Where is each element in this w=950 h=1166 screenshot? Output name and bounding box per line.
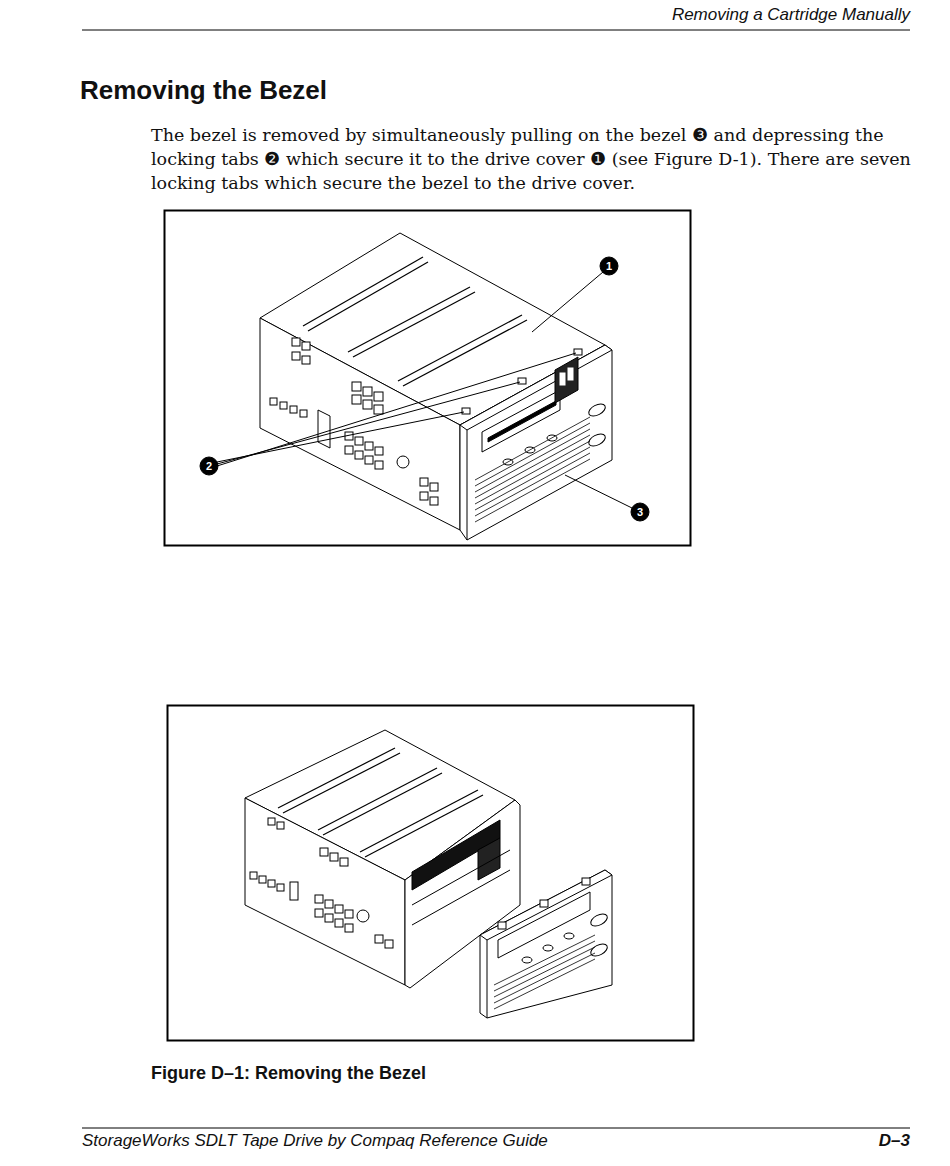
callout-number: 1: [600, 257, 618, 275]
callout-number: 3: [631, 503, 649, 521]
figure-frame: [165, 211, 691, 546]
running-header: Removing a Cartridge Manually: [400, 5, 910, 25]
drive-illustration: [260, 233, 612, 540]
figure-frame: [168, 706, 694, 1041]
drive-illustration: [245, 730, 612, 1018]
figure-caption: Figure D–1: Removing the Bezel: [151, 1063, 751, 1084]
body-paragraph: The bezel is removed by simultaneously p…: [151, 123, 913, 195]
callout-number: 2: [200, 457, 218, 475]
callout-markers: [200, 257, 649, 521]
section-title: Removing the Bezel: [80, 75, 780, 106]
page-number: D–3: [760, 1131, 910, 1151]
footer-rule: [82, 1128, 910, 1129]
header-rule: [82, 30, 910, 31]
footer-text: StorageWorks SDLT Tape Drive by Compaq R…: [82, 1131, 682, 1151]
